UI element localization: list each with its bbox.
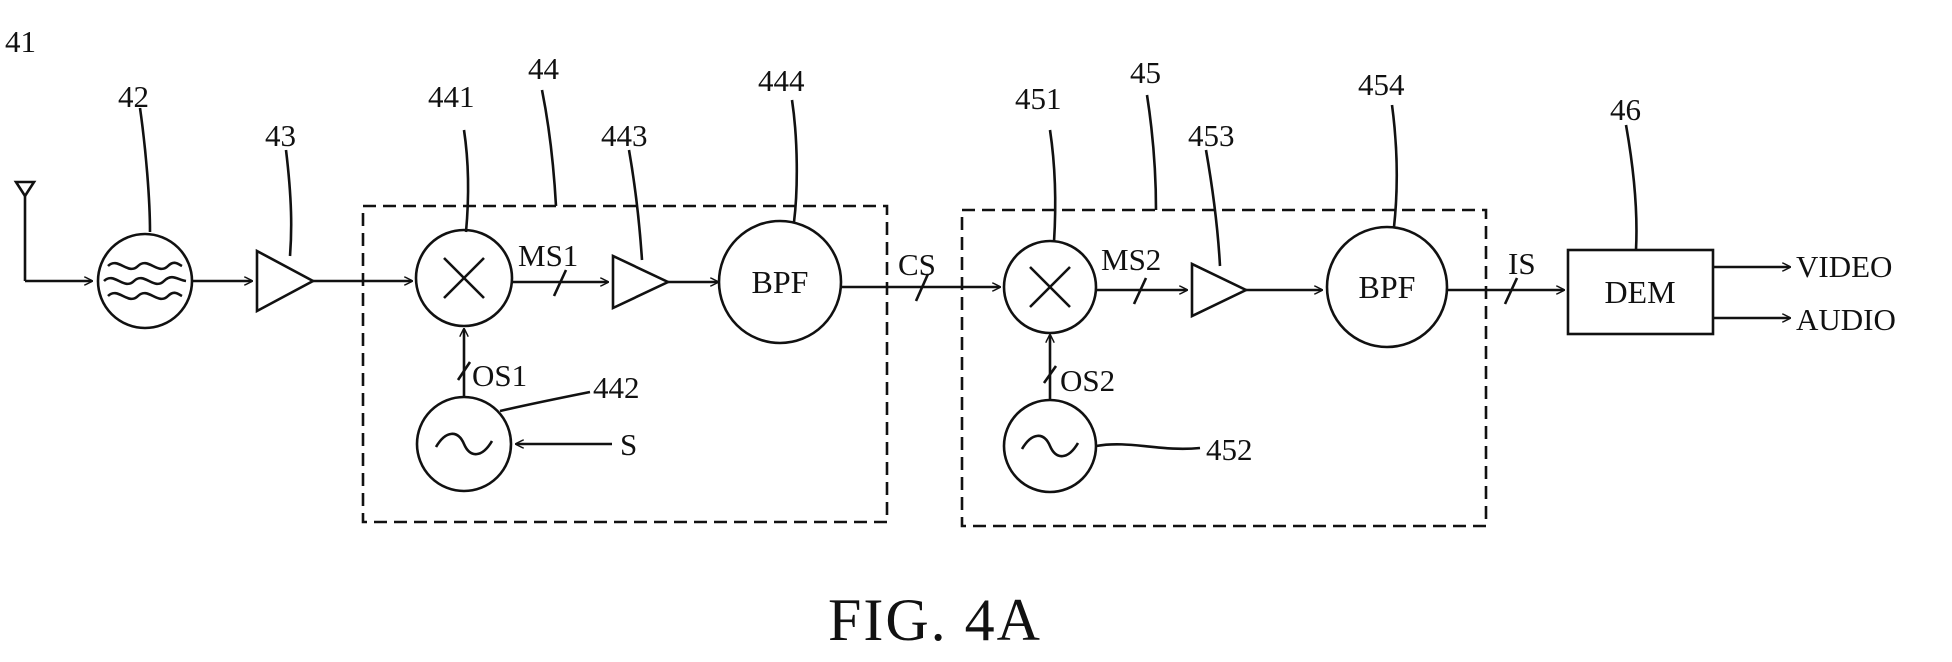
bpf-454-label: BPF [1359,269,1416,305]
ref-443: 443 [601,118,648,153]
amplifier-453-icon [1192,264,1322,316]
ref-44: 44 [528,51,560,86]
output-audio: AUDIO [1796,302,1896,337]
ref-454: 454 [1358,67,1405,102]
leader-lines [140,90,1637,266]
figure-caption: FIG. 4A [828,587,1042,653]
mixer-441-icon [416,230,608,326]
ref-453: 453 [1188,118,1235,153]
ref-444: 444 [758,63,805,98]
ref-442: 442 [593,370,640,405]
amplifier-443-icon [613,256,718,308]
ref-46: 46 [1610,92,1641,127]
ref-41: 41 [5,24,36,59]
signal-ms2: MS2 [1101,242,1161,277]
ref-43: 43 [265,118,296,153]
signal-os2: OS2 [1060,363,1115,398]
stage-45-box [962,210,1486,526]
bpf-444-label: BPF [752,264,809,300]
ref-451: 451 [1015,81,1062,116]
antenna-icon [16,182,92,281]
dem-label: DEM [1604,274,1675,310]
ref-441: 441 [428,79,475,114]
signal-is: IS [1508,246,1536,281]
is-link [1447,278,1564,304]
output-video: VIDEO [1796,249,1892,284]
oscillator-442-icon [417,329,612,491]
signal-cs: CS [898,247,936,282]
signal-os1: OS1 [472,358,527,393]
ref-42: 42 [118,79,149,114]
oscillator-452-icon [1004,335,1200,492]
signal-ms1: MS1 [518,238,578,273]
amplifier-43-icon [257,251,412,311]
ref-452: 452 [1206,432,1253,467]
ref-45: 45 [1130,55,1161,90]
signal-s: S [620,427,637,462]
filter-icon [98,234,252,328]
stage-44-box [363,206,887,522]
